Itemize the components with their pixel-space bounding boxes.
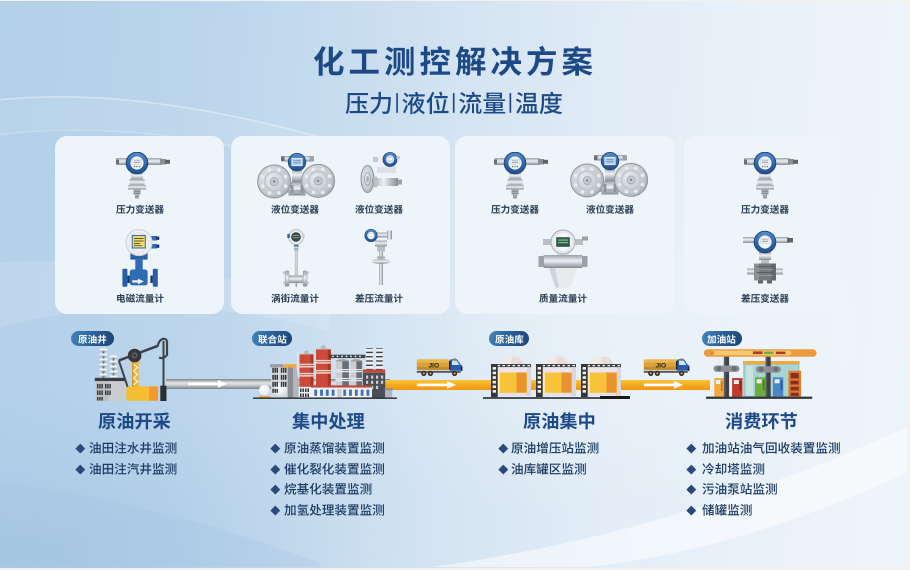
svg-text:JIO: JIO: [428, 362, 439, 369]
svg-text:JIO: JIO: [655, 362, 666, 369]
